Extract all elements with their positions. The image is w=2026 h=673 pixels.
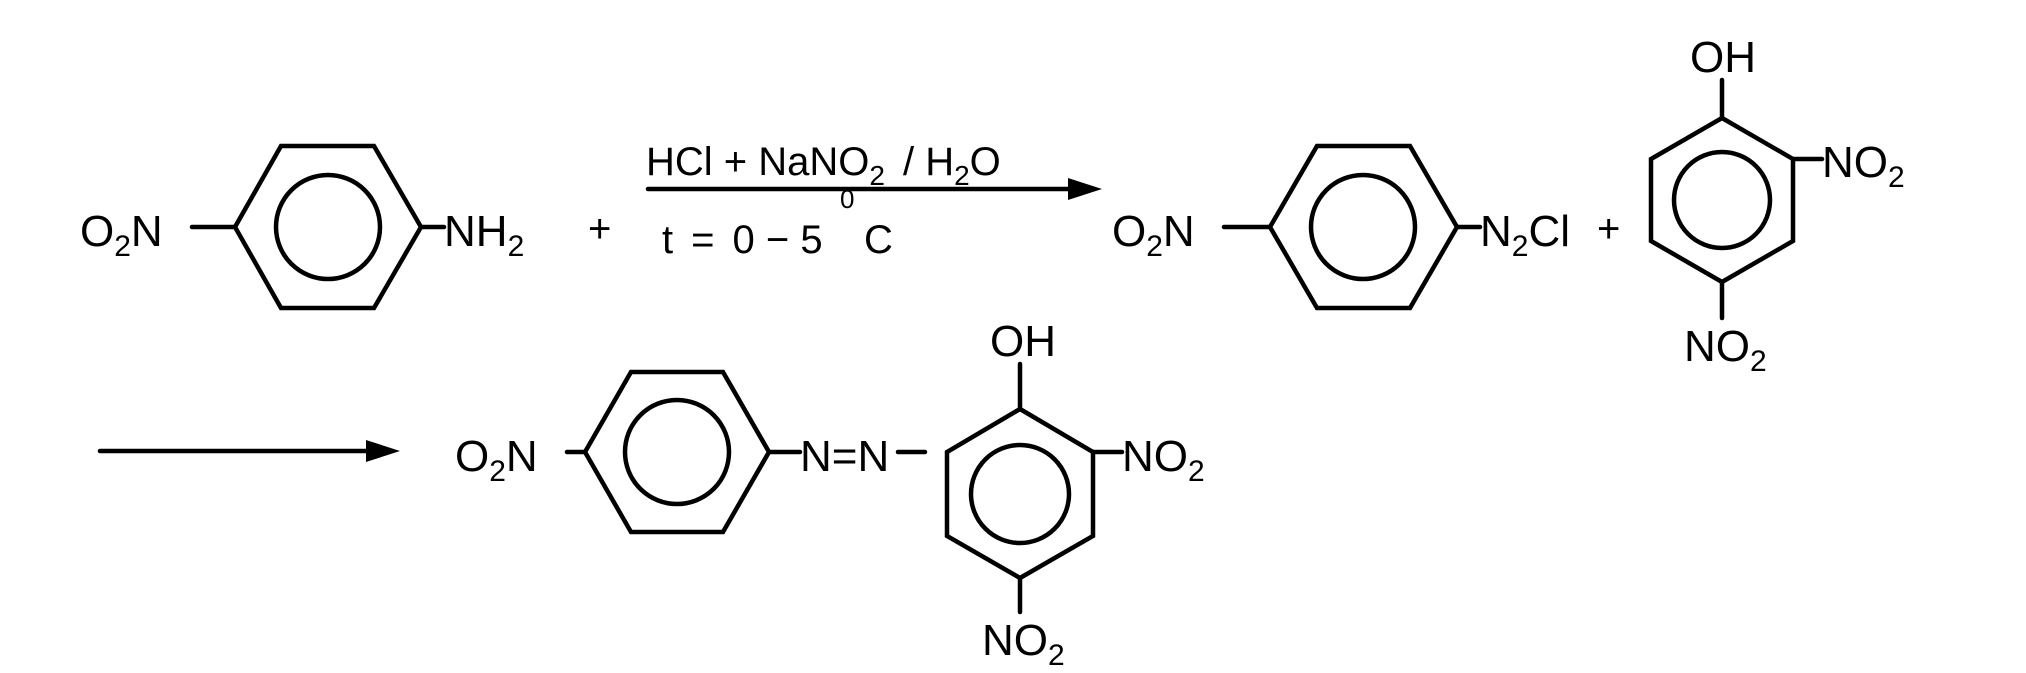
reactant2-aromatic-circle [1671, 149, 1773, 251]
reactant1-aromatic-circle [273, 172, 383, 282]
plus-sign: + [588, 207, 611, 251]
reaction-arrowhead [1068, 178, 1102, 200]
final-product-azo-dye: O2N N=N OH NO2 NO2 [455, 317, 1205, 672]
conditions-temperature: t=0 − 5 [662, 218, 823, 262]
final-no2-right-label: NO2 [1122, 432, 1205, 488]
reaction-arrow-conditions: HCl + NaNO2/ H2O t=0 − 5 0 C [645, 140, 1102, 262]
celsius-unit: C [864, 218, 893, 262]
final-no2-left-label: O2N [455, 432, 538, 488]
second-arrowhead [366, 440, 400, 462]
product1-no2-label: O2N [1112, 207, 1195, 263]
product1-n2cl-label: N2Cl [1480, 207, 1570, 263]
final-left-aromatic-circle [622, 397, 732, 507]
plus-sign: + [1597, 207, 1620, 251]
product1-benzene-ring [1267, 143, 1460, 311]
final-no2-bottom-label: NO2 [982, 616, 1065, 672]
azo-linkage-label: N=N [800, 432, 889, 481]
final-right-aromatic-circle [968, 442, 1072, 546]
degree-symbol: 0 [840, 184, 854, 214]
final-left-benzene-ring [582, 369, 772, 535]
final-oh-label: OH [990, 317, 1056, 366]
reactant2-no2-bottom-label: NO2 [1684, 322, 1767, 378]
reactant2-oh-label: OH [1690, 33, 1756, 82]
reactant1-benzene-ring [232, 143, 424, 311]
reactant2-no2-right-label: NO2 [1822, 138, 1905, 194]
product1-aromatic-circle [1308, 172, 1418, 282]
reactant1-no2-label: O2N [80, 207, 163, 263]
reactant-p-nitroaniline: O2N NH2 [80, 143, 524, 311]
product-diazonium-chloride: O2N N2Cl [1112, 143, 1570, 311]
reactant1-nh2-label: NH2 [444, 207, 524, 263]
conditions-reagents: HCl + NaNO2/ H2O [646, 140, 1001, 191]
reactant-dinitrophenol: OH NO2 NO2 [1648, 33, 1905, 378]
